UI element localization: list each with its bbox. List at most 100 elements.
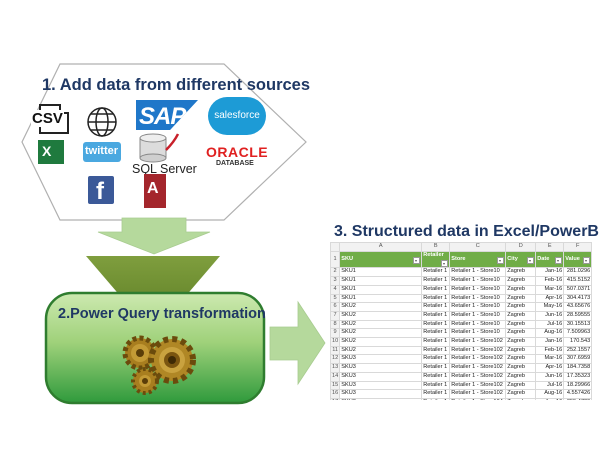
column-header[interactable]: Store xyxy=(449,250,507,269)
column-letter[interactable]: A xyxy=(339,242,423,252)
table-cell[interactable]: Retailer 1 - Store102 xyxy=(449,345,507,356)
table-cell[interactable]: 4.557426 xyxy=(563,389,593,399)
table-cell[interactable]: Retailer 1 xyxy=(421,319,451,330)
table-cell[interactable]: SKU3 xyxy=(339,397,423,400)
table-cell[interactable]: Retailer 1 - Store102 xyxy=(449,371,507,382)
table-cell[interactable]: 30.15513 xyxy=(563,319,593,330)
column-letter[interactable]: F xyxy=(563,242,593,252)
table-cell[interactable]: 304.4173 xyxy=(563,293,593,304)
table-cell[interactable]: SKU3 xyxy=(339,371,423,382)
row-number[interactable]: 10 xyxy=(330,337,341,347)
table-cell[interactable]: Retailer 1 - Store104 xyxy=(449,397,507,400)
table-cell[interactable]: 28.59555 xyxy=(563,310,593,321)
table-cell[interactable]: Retailer 1 - Store10 xyxy=(449,302,507,312)
table-cell[interactable]: SKU2 xyxy=(339,302,423,312)
table-cell[interactable]: Zagreb xyxy=(505,293,537,304)
table-cell[interactable]: Zagreb xyxy=(505,267,537,278)
table-cell[interactable]: Jan-16 xyxy=(535,397,565,400)
table-cell[interactable]: Apr-16 xyxy=(535,293,565,304)
row-number[interactable]: 12 xyxy=(330,354,341,365)
table-cell[interactable]: Zagreb xyxy=(505,397,537,400)
row-number[interactable]: 6 xyxy=(330,302,341,312)
column-header[interactable]: Value xyxy=(563,250,593,269)
table-cell[interactable]: Retailer 1 xyxy=(421,328,451,339)
column-letter[interactable]: E xyxy=(535,242,565,252)
table-cell[interactable]: Zagreb xyxy=(505,328,537,339)
table-cell[interactable]: Retailer 1 xyxy=(421,276,451,286)
table-cell[interactable]: SKU1 xyxy=(339,284,423,295)
table-cell[interactable]: Retailer 1 xyxy=(421,389,451,399)
table-cell[interactable]: Zagreb xyxy=(505,337,537,347)
filter-dropdown-icon[interactable] xyxy=(555,256,563,264)
table-cell[interactable]: SKU2 xyxy=(339,345,423,356)
table-cell[interactable]: Zagreb xyxy=(505,284,537,295)
column-header[interactable]: SKU xyxy=(339,250,423,269)
table-cell[interactable]: Mar-16 xyxy=(535,284,565,295)
row-number[interactable]: 14 xyxy=(330,371,341,382)
table-cell[interactable]: Retailer 1 xyxy=(421,345,451,356)
table-cell[interactable]: Zagreb xyxy=(505,319,537,330)
table-cell[interactable]: Jun-16 xyxy=(535,310,565,321)
table-cell[interactable]: Retailer 1 - Store10 xyxy=(449,276,507,286)
table-cell[interactable]: 7.509963 xyxy=(563,328,593,339)
filter-dropdown-icon[interactable] xyxy=(413,256,421,264)
table-cell[interactable]: Retailer 1 xyxy=(421,371,451,382)
filter-dropdown-icon[interactable] xyxy=(497,256,505,264)
corner-cell[interactable] xyxy=(330,242,341,252)
table-cell[interactable]: 184.7358 xyxy=(563,363,593,373)
row-number[interactable]: 3 xyxy=(330,276,341,286)
table-cell[interactable]: Zagreb xyxy=(505,389,537,399)
table-cell[interactable]: Feb-16 xyxy=(535,276,565,286)
table-cell[interactable]: SKU1 xyxy=(339,276,423,286)
table-cell[interactable]: Zagreb xyxy=(505,310,537,321)
table-cell[interactable]: 43.65676 xyxy=(563,302,593,312)
row-number[interactable]: 13 xyxy=(330,363,341,373)
table-cell[interactable]: Zagreb xyxy=(505,302,537,312)
table-cell[interactable]: Retailer 1 xyxy=(421,302,451,312)
table-cell[interactable]: Retailer 1 - Store10 xyxy=(449,284,507,295)
row-number[interactable]: 1 xyxy=(330,250,341,269)
column-letter[interactable]: D xyxy=(505,242,537,252)
table-cell[interactable]: Retailer 1 - Store10 xyxy=(449,293,507,304)
table-cell[interactable]: Retailer 1 xyxy=(421,337,451,347)
table-cell[interactable]: SKU1 xyxy=(339,267,423,278)
table-cell[interactable]: Jan-16 xyxy=(535,267,565,278)
table-cell[interactable]: SKU3 xyxy=(339,354,423,365)
row-number[interactable]: 2 xyxy=(330,267,341,278)
table-cell[interactable]: Retailer 1 - Store102 xyxy=(449,389,507,399)
table-cell[interactable]: Retailer 1 xyxy=(421,293,451,304)
table-cell[interactable]: Aug-16 xyxy=(535,389,565,399)
table-cell[interactable]: Jul-16 xyxy=(535,319,565,330)
table-cell[interactable]: 355.4729 xyxy=(563,397,593,400)
table-cell[interactable]: Retailer 1 - Store10 xyxy=(449,310,507,321)
table-cell[interactable]: SKU3 xyxy=(339,363,423,373)
table-cell[interactable]: Zagreb xyxy=(505,363,537,373)
table-cell[interactable]: 17.35323 xyxy=(563,371,593,382)
row-number[interactable]: 8 xyxy=(330,319,341,330)
table-cell[interactable]: Zagreb xyxy=(505,354,537,365)
table-cell[interactable]: SKU2 xyxy=(339,328,423,339)
row-number[interactable]: 5 xyxy=(330,293,341,304)
table-cell[interactable]: SKU1 xyxy=(339,293,423,304)
table-cell[interactable]: Retailer 1 xyxy=(421,284,451,295)
row-number[interactable]: 17 xyxy=(330,397,341,400)
table-cell[interactable]: Retailer 1 - Store102 xyxy=(449,363,507,373)
table-cell[interactable]: Retailer 1 xyxy=(421,310,451,321)
table-cell[interactable]: Retailer 1 - Store10 xyxy=(449,267,507,278)
table-cell[interactable]: Retailer 1 - Store10 xyxy=(449,328,507,339)
filter-dropdown-icon[interactable] xyxy=(583,256,591,264)
table-cell[interactable]: Zagreb xyxy=(505,345,537,356)
table-cell[interactable]: SKU3 xyxy=(339,389,423,399)
row-number[interactable]: 16 xyxy=(330,389,341,399)
table-cell[interactable]: Apr-16 xyxy=(535,363,565,373)
table-cell[interactable]: Retailer 1 xyxy=(421,363,451,373)
table-cell[interactable]: Jan-16 xyxy=(535,337,565,347)
column-header[interactable]: Retailer xyxy=(421,250,451,269)
row-number[interactable]: 11 xyxy=(330,345,341,356)
table-cell[interactable]: Retailer 1 xyxy=(421,380,451,391)
table-cell[interactable]: Feb-16 xyxy=(535,345,565,356)
table-cell[interactable]: Jul-16 xyxy=(535,380,565,391)
table-cell[interactable]: Retailer 1 xyxy=(421,397,451,400)
table-cell[interactable]: 507.0371 xyxy=(563,284,593,295)
table-cell[interactable]: Retailer 1 - Store102 xyxy=(449,354,507,365)
